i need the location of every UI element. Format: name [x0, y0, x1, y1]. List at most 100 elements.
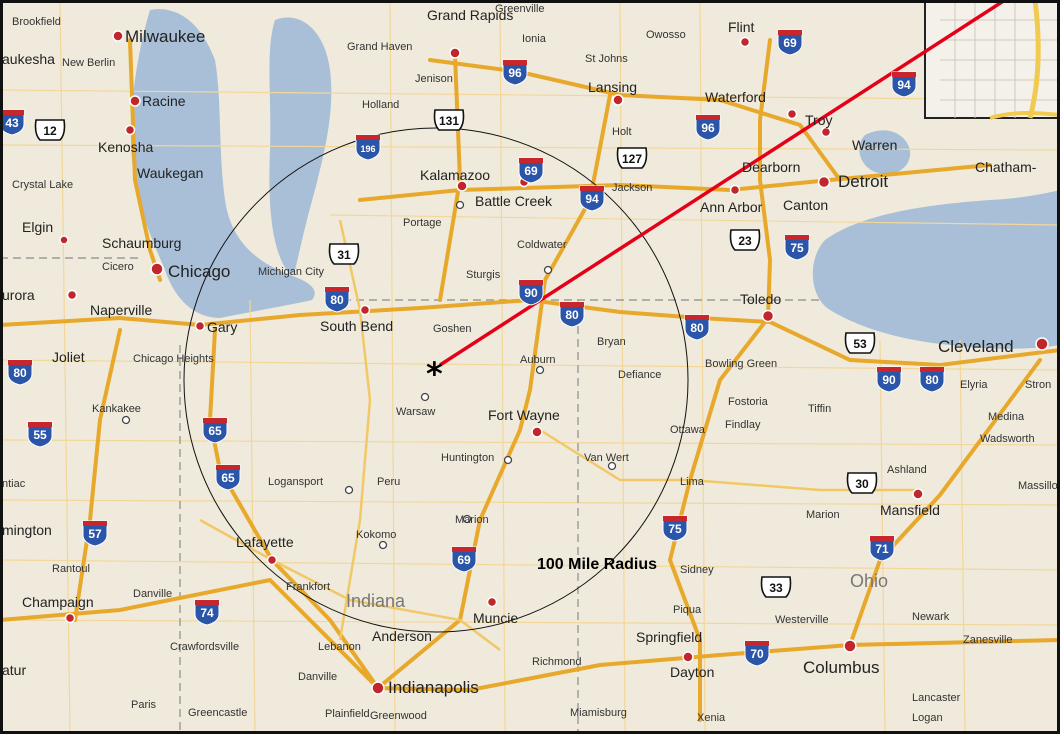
city-label-jackson: Jackson — [612, 182, 652, 194]
city-label-marionoh: Marion — [806, 509, 840, 521]
city-label-kenosha: Kenosha — [98, 139, 153, 155]
city-label-detroit: Detroit — [838, 172, 888, 191]
city-label-joliet: Joliet — [52, 349, 85, 365]
city-label-grandrapids: Grand Rapids — [427, 7, 513, 23]
city-label-crystallake: Crystal Lake — [12, 179, 73, 191]
city-label-miamisburg: Miamisburg — [570, 707, 627, 719]
shield-i69c-icon: 69 — [451, 546, 477, 573]
city-label-naperville: Naperville — [90, 302, 152, 318]
city-label-stron: Stron — [1025, 379, 1051, 391]
shield-number: 12 — [43, 124, 57, 138]
shield-number: 96 — [701, 121, 715, 135]
city-label-danville: Danville — [133, 588, 172, 600]
city-label-toledo: Toledo — [740, 291, 781, 307]
shield-i75a-icon: 75 — [784, 234, 810, 261]
city-label-champaign: Champaign — [22, 594, 94, 610]
city-label-ashland: Ashland — [887, 464, 927, 476]
city-label-xenia: Xenia — [697, 712, 726, 724]
city-label-lafayette: Lafayette — [236, 534, 294, 550]
city-label-waterford: Waterford — [705, 89, 766, 105]
city-label-findlay: Findlay — [725, 419, 761, 431]
radius-label: 100 Mile Radius — [537, 556, 657, 573]
city-label-jenison: Jenison — [415, 73, 453, 85]
city-label-bryan: Bryan — [597, 336, 626, 348]
inset-map[interactable] — [924, 0, 1060, 120]
lake-michigan — [130, 9, 315, 318]
city-label-greenville: Greenville — [495, 3, 545, 15]
shield-i94b-icon: 94 — [579, 185, 605, 212]
city-label-elyria: Elyria — [960, 379, 988, 391]
city-label-chicago: Chicago — [168, 262, 230, 281]
city-label-dayton: Dayton — [670, 664, 714, 680]
city-label-cicero: Cicero — [102, 261, 134, 273]
shield-i96a-icon: 96 — [502, 59, 528, 86]
shield-us33-icon: 33 — [760, 576, 792, 598]
shield-i69a-icon: 69 — [777, 29, 803, 56]
shield-number: 55 — [33, 428, 47, 442]
location-marker[interactable]: * — [426, 355, 443, 393]
city-label-waukesha: aukesha — [2, 51, 55, 67]
city-label-columbus: Columbus — [803, 658, 880, 677]
city-label-bloomington: mington — [2, 522, 52, 538]
city-label-warsaw: Warsaw — [396, 406, 435, 418]
shield-number: 127 — [622, 152, 642, 166]
lake-st-clair — [859, 130, 911, 174]
city-label-newberlin: New Berlin — [62, 57, 115, 69]
city-label-michigancity: Michigan City — [258, 266, 325, 278]
city-label-lima: Lima — [680, 476, 705, 488]
city-label-sidney: Sidney — [680, 564, 714, 576]
shield-i74-icon: 74 — [194, 599, 220, 626]
shield-number: 30 — [855, 477, 869, 491]
shield-number: 69 — [457, 553, 471, 567]
city-label-warren: Warren — [852, 137, 897, 153]
city-label-grandhaven: Grand Haven — [347, 41, 412, 53]
shield-i80b-icon: 80 — [559, 301, 585, 328]
city-label-ionia: Ionia — [522, 33, 547, 45]
shield-number: 65 — [221, 471, 235, 485]
radius-circle — [183, 127, 689, 633]
city-label-owosso: Owosso — [646, 29, 686, 41]
city-label-greenwood: Greenwood — [370, 710, 427, 722]
city-label-indianapolis: Indianapolis — [388, 678, 479, 697]
city-label-lancaster: Lancaster — [912, 692, 961, 704]
shield-number: 31 — [337, 248, 351, 262]
city-label-dearborn: Dearborn — [742, 159, 800, 175]
city-label-holland: Holland — [362, 99, 399, 111]
city-label-danvillein: Danville — [298, 671, 337, 683]
city-label-tiffin: Tiffin — [808, 403, 831, 415]
city-label-peru: Peru — [377, 476, 400, 488]
shield-i80a-icon: 80 — [324, 286, 350, 313]
shield-i69b-icon: 69 — [518, 157, 544, 184]
shield-i96b-icon: 96 — [695, 114, 721, 141]
city-label-sturgis: Sturgis — [466, 269, 501, 281]
shield-i80d-icon: 80 — [7, 359, 33, 386]
shield-number: 90 — [524, 286, 538, 300]
shield-i65a-icon: 65 — [202, 417, 228, 444]
city-label-battlecreek: Battle Creek — [475, 193, 553, 209]
shield-i55-icon: 55 — [27, 421, 53, 448]
city-label-decatur: atur — [2, 662, 26, 678]
city-label-elgin: Elgin — [22, 219, 53, 235]
city-label-ottawa: Ottawa — [670, 424, 706, 436]
state-borders — [0, 257, 820, 734]
city-label-vanwert: Van Wert — [584, 452, 629, 464]
shield-number: 69 — [783, 36, 797, 50]
shield-us12-icon: 12 — [34, 119, 66, 141]
shield-i80e-icon: 80 — [919, 366, 945, 393]
city-markers — [59, 30, 1049, 695]
city-label-logan: Logan — [912, 712, 943, 724]
shield-us53-icon: 53 — [844, 332, 876, 354]
city-label-gary: Gary — [207, 319, 237, 335]
shield-i71-icon: 71 — [869, 535, 895, 562]
shield-number: 75 — [668, 522, 682, 536]
city-label-goshen: Goshen — [433, 323, 472, 335]
city-label-wadsworth: Wadsworth — [980, 433, 1035, 445]
shield-i43-icon: 43 — [0, 109, 25, 136]
city-label-chicagoheights: Chicago Heights — [133, 353, 214, 365]
shield-number: 33 — [769, 581, 783, 595]
shield-us131-icon: 131 — [433, 109, 465, 131]
